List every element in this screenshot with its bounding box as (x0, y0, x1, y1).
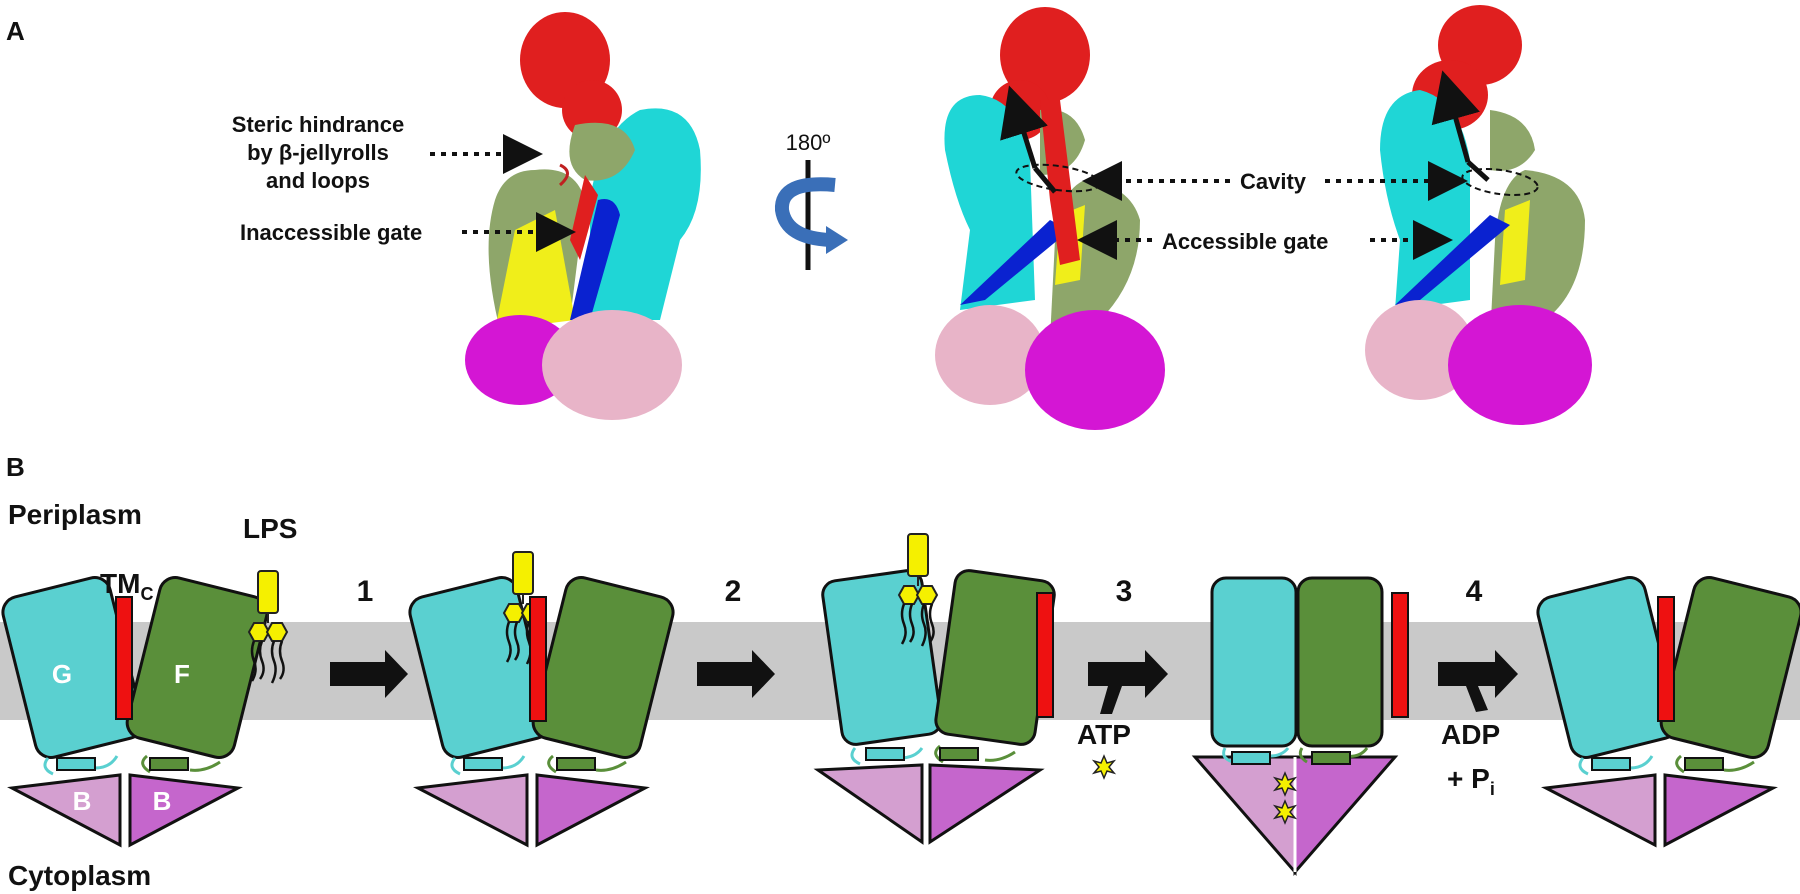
transporter-stage-4 (1191, 576, 1409, 877)
structure2-path-arrow (1000, 85, 1048, 169)
lptF-domain (125, 576, 269, 759)
rotation-180-icon: 180º (775, 130, 848, 270)
lps-label: LPS (243, 513, 297, 544)
tmc-label: TMC (100, 568, 153, 604)
step-1-label: 1 (357, 575, 374, 608)
step-2-label: 2 (725, 575, 742, 608)
domain-b-label-left: B (73, 786, 92, 816)
annotation-cavity: Cavity (1240, 169, 1307, 194)
domain-b-label-right: B (153, 786, 172, 816)
structure-front-view (465, 12, 701, 420)
structure3-path-arrow (1431, 70, 1480, 163)
rotation-label: 180º (786, 130, 831, 155)
structure3-path-line (1466, 160, 1490, 182)
transporter-stage-3 (813, 532, 1056, 845)
structure-back-view-2 (1365, 5, 1592, 425)
domain-g-label: G (52, 659, 72, 689)
step-1-arrow (330, 650, 408, 698)
step-4-bent-arrow (1438, 650, 1518, 712)
transporter-stage-2 (408, 550, 675, 848)
lptB-dark-domain (128, 773, 243, 848)
step-2-arrow (697, 650, 775, 698)
structure-back-view-1 (935, 7, 1165, 430)
panel-b-label: B (6, 452, 25, 482)
transporter-stage-1: G F B B (1, 576, 269, 848)
domain-f-label: F (174, 659, 190, 689)
atp-star-icon (1093, 755, 1115, 779)
structure2-path-line (1033, 166, 1057, 194)
periplasm-label: Periplasm (8, 499, 142, 530)
step-3-bent-arrow (1088, 650, 1168, 714)
annotation-inaccessible-gate: Inaccessible gate (240, 220, 422, 245)
lptB-light-domain (7, 773, 122, 848)
annotation-steric-hindrance-line3: and loops (266, 168, 370, 193)
annotation-steric-hindrance-line2: by β-jellyrolls (247, 140, 389, 165)
pi-label: + Pi (1447, 763, 1495, 799)
lptC-tm-helix (115, 596, 133, 720)
cytoplasm-label: Cytoplasm (8, 860, 151, 891)
atp-label: ATP (1077, 719, 1131, 750)
transporter-stage-5 (1536, 576, 1800, 848)
step-3-label: 3 (1116, 575, 1133, 608)
step-4-label: 4 (1466, 575, 1483, 608)
annotation-accessible-gate: Accessible gate (1162, 229, 1328, 254)
adp-label: ADP (1441, 719, 1500, 750)
annotation-steric-hindrance-line1: Steric hindrance (232, 112, 404, 137)
panel-a-label: A (6, 16, 25, 46)
